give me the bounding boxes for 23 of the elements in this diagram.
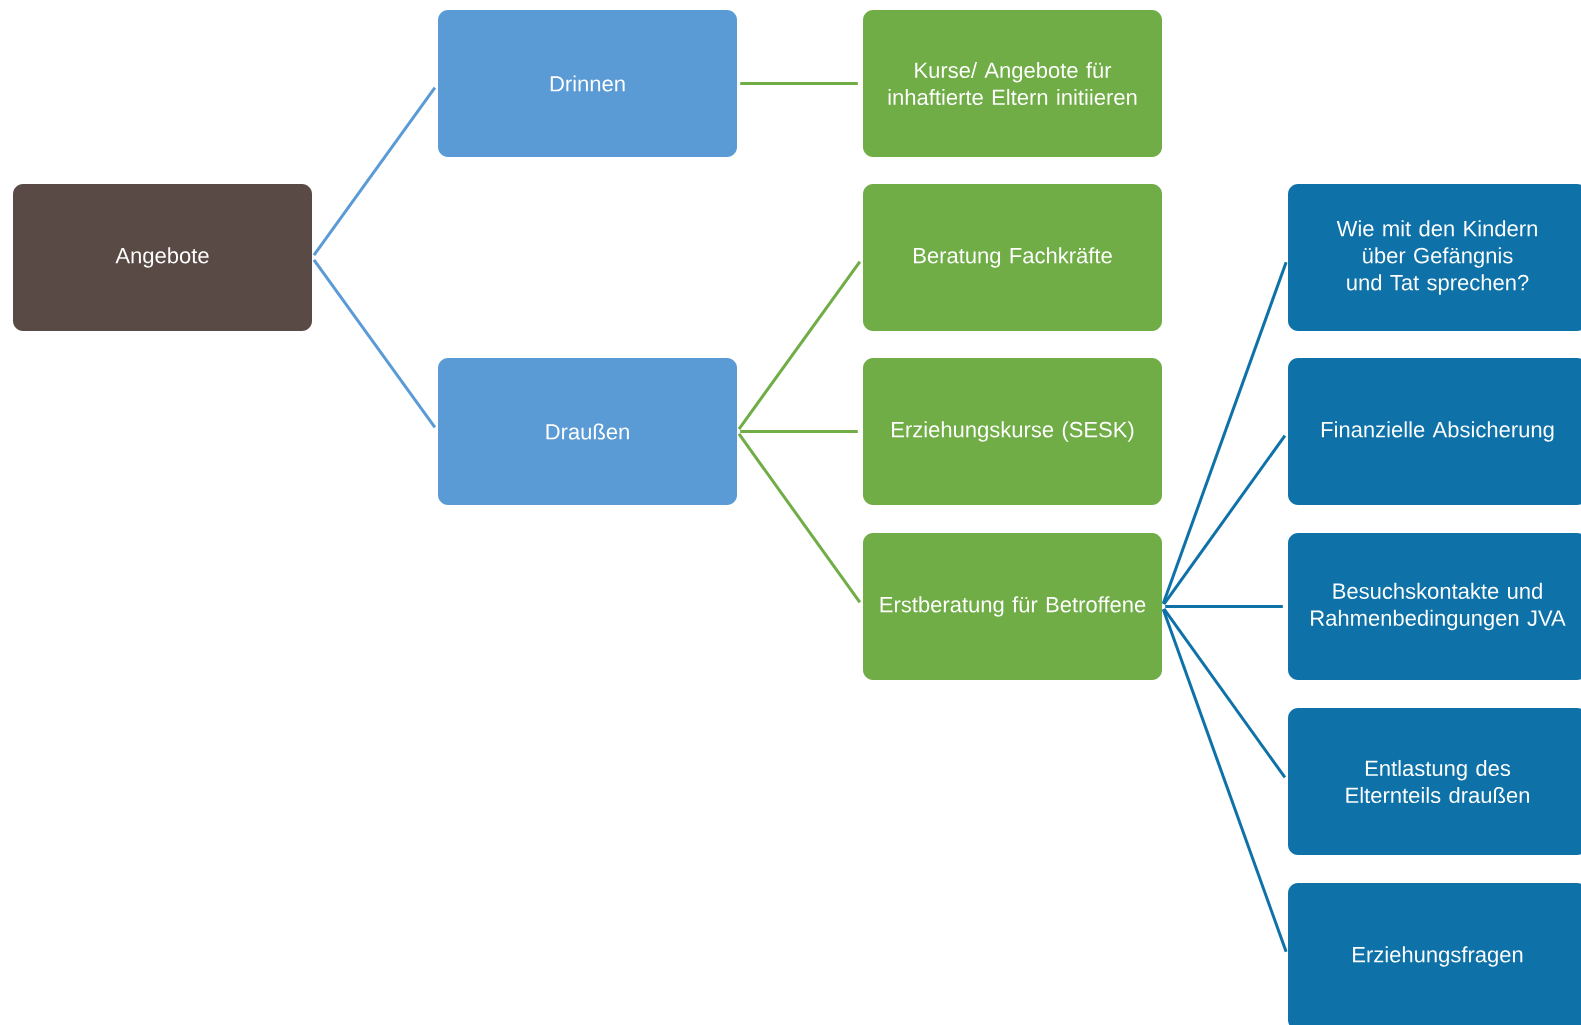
process-box: Erziehungskurse (SESK) [863, 358, 1162, 505]
connector-line [1161, 608, 1288, 953]
process-box: Beratung Fachkräfte [863, 184, 1162, 331]
connector-line [737, 433, 862, 604]
connector-line [1162, 434, 1287, 605]
process-box: Drinnen [438, 10, 737, 157]
process-box: Finanzielle Absicherung [1288, 358, 1581, 505]
process-box: Erstberatung für Betroffene [863, 533, 1162, 680]
process-box: Entlastung des Elternteils draußen [1288, 708, 1581, 855]
connector-line [1162, 608, 1287, 779]
connector-line [1161, 261, 1288, 605]
connector-line [737, 260, 862, 430]
connector-line [312, 86, 437, 256]
process-box: Draußen [438, 358, 737, 505]
process-box: Wie mit den Kindern über Gefängnis und Tat sprechen? [1288, 184, 1581, 331]
connector-line [740, 430, 858, 433]
process-box: Erziehungsfragen [1288, 883, 1581, 1025]
process-box: Angebote [13, 184, 312, 331]
process-box: Besuchskontakte und Rahmenbedingungen JVA [1288, 533, 1581, 680]
connector-line [740, 82, 858, 85]
connector-line [1165, 605, 1283, 608]
connector-line [312, 259, 437, 429]
process-box: Kurse/ Angebote für inhaftierte Eltern initiieren [863, 10, 1162, 157]
